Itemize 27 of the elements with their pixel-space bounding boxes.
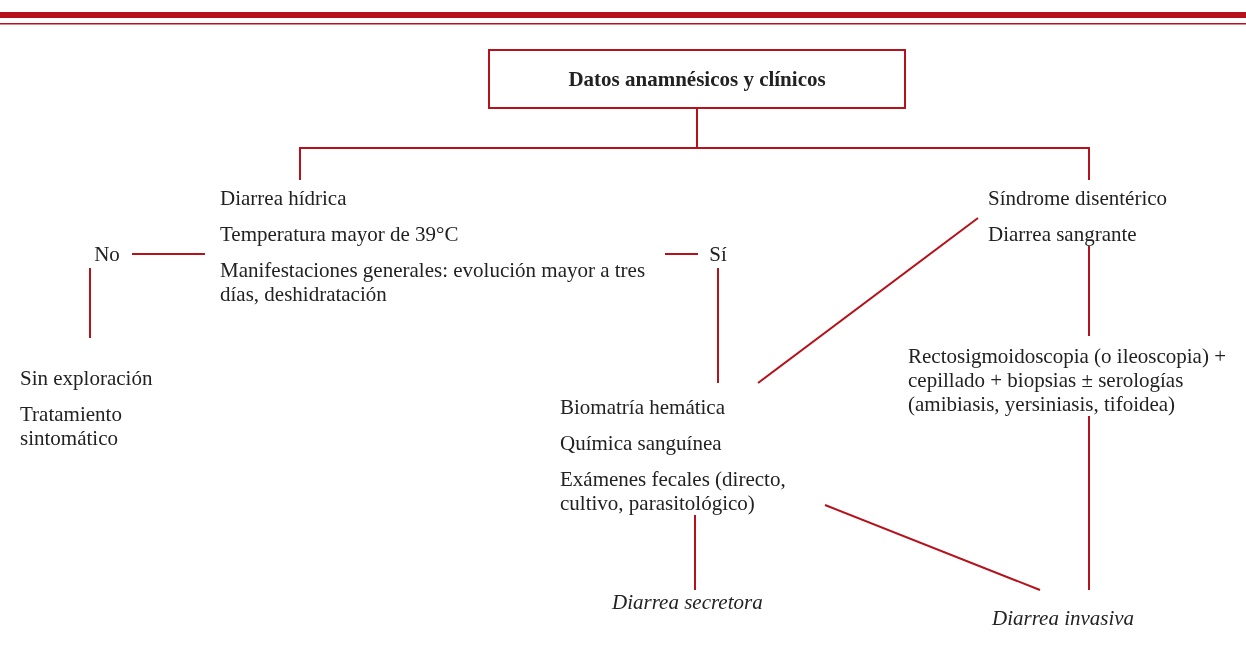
node-text: No: [94, 242, 120, 266]
connector-line: [717, 267, 719, 384]
connector-line: [696, 108, 1090, 181]
node-text: Manifestaciones generales: evolución mayor a tres días, deshidratación: [220, 258, 647, 306]
node-text: Sí: [709, 242, 727, 266]
process-box: [488, 49, 906, 109]
connector-line: [694, 514, 696, 591]
connector-line: [89, 267, 91, 339]
box-title: Datos anamnésicos y clínicos: [568, 67, 826, 91]
connector-line: [1088, 245, 1090, 337]
connector-line: [131, 253, 206, 255]
node-text: Diarrea sangrante: [988, 222, 1138, 246]
node-text: Diarrea invasiva: [992, 606, 1136, 630]
node-text: Química sanguínea: [560, 431, 723, 455]
connector-line: [664, 253, 699, 255]
node-text: Exámenes fecales (directo, cultivo, parasitológico): [560, 467, 787, 515]
connector-line: [757, 217, 979, 384]
node-text: Sin exploración: [20, 366, 154, 390]
connector-line: [824, 504, 1041, 591]
node-text: Tratamiento sintomático: [20, 402, 123, 450]
node-text: Temperatura mayor de 39°C: [220, 222, 460, 246]
connector-line: [1088, 415, 1090, 591]
node-text: Diarrea hídrica: [220, 186, 348, 210]
node-text: Rectosigmoidoscopia (o ileoscopia) + cepillado + biopsias ± serologías (amibiasis, yersiniasis, tifoidea): [908, 344, 1228, 416]
node-text: Síndrome disentérico: [988, 186, 1169, 210]
node-text: Diarrea secretora: [612, 590, 764, 614]
node-text: Biomatría hemática: [560, 395, 727, 419]
